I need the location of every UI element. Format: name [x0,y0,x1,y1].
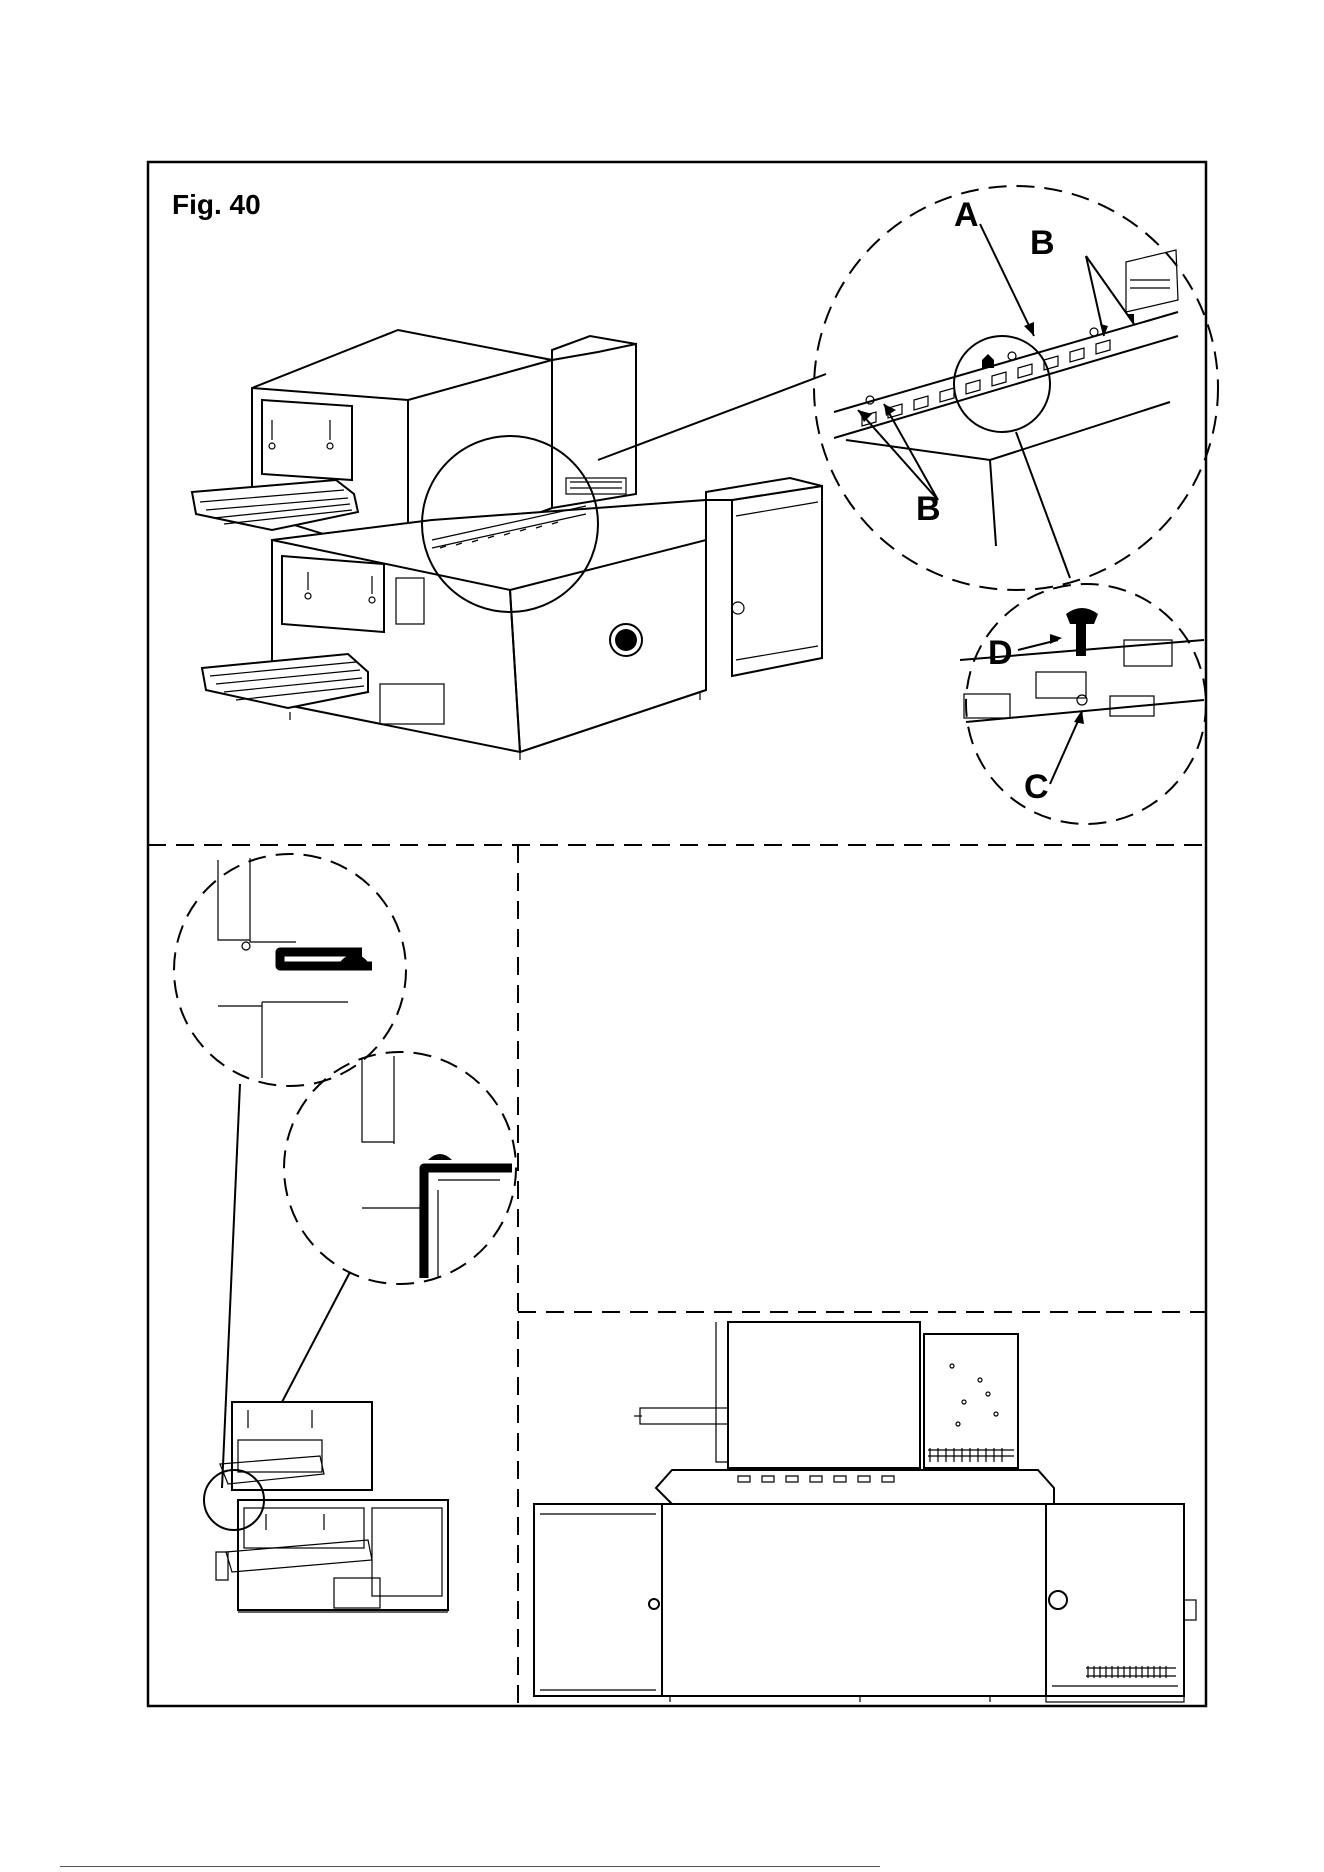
callout-b-top: B [1030,224,1055,262]
figure-title: Fig. 40 [172,189,261,220]
callout-d: D [988,634,1013,672]
callout-c: C [1024,768,1049,806]
callout-a: A [954,196,979,234]
footer-rule [60,1866,880,1867]
callout-b-bottom: B [916,490,941,528]
